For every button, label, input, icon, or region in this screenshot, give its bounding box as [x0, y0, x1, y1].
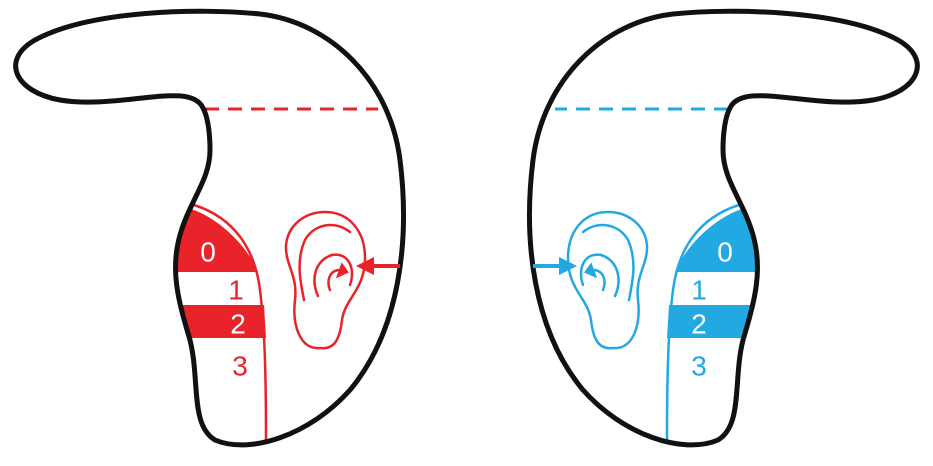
- right-zone-label-0: 0: [717, 237, 733, 268]
- right-zone-label-2: 2: [691, 309, 707, 340]
- right-ear-mold: 0 1 2 3: [530, 11, 918, 445]
- right-zone-label-3: 3: [691, 351, 707, 382]
- right-zone-label-1: 1: [691, 275, 707, 306]
- left-ear-mold: 0 1 2 3: [16, 11, 404, 445]
- ear-icon: [568, 212, 647, 348]
- left-zone-label-1: 1: [228, 275, 244, 306]
- left-zone-label-0: 0: [200, 237, 216, 268]
- left-zone-label-3: 3: [232, 351, 248, 382]
- ear-icon: [286, 212, 365, 348]
- left-zone-label-2: 2: [230, 309, 246, 340]
